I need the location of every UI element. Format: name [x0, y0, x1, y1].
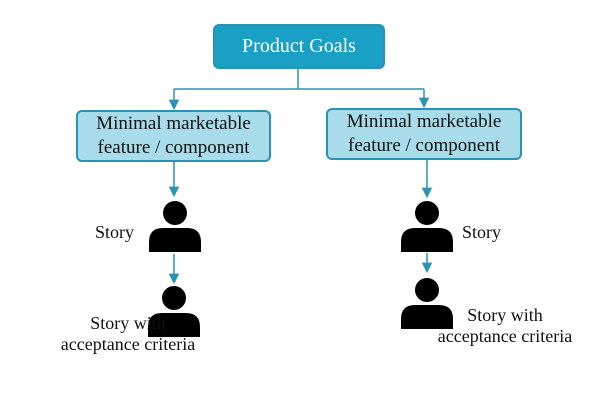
- story-ac-label-left: Story with acceptance criteria: [48, 313, 208, 355]
- story-ac-label-right: Story with acceptance criteria: [424, 305, 586, 347]
- root-to-features-connector: [168, 69, 430, 111]
- product-goals-label: Product Goals: [242, 35, 356, 57]
- person-icon: [148, 286, 200, 337]
- person-icon: [401, 201, 453, 252]
- story-label-left: Story: [95, 222, 135, 242]
- story-ac-line1: Story with: [90, 313, 166, 333]
- person-icon: [149, 201, 201, 252]
- feature-label-line2: feature / component: [97, 137, 250, 158]
- feature-label-line2: feature / component: [348, 135, 500, 156]
- story-ac-line1: Story with: [467, 305, 543, 325]
- person-icon: [401, 278, 453, 329]
- story-ac-line2: acceptance criteria: [437, 326, 573, 346]
- story-ac-line2: acceptance criteria: [60, 334, 196, 354]
- feature-box-right: Minimal marketable feature / component: [326, 108, 522, 160]
- product-goals-box: Product Goals: [213, 24, 385, 69]
- story-label-right: Story: [462, 222, 502, 242]
- feature-label-line1: Minimal marketable: [346, 111, 502, 132]
- feature-box-left: Minimal marketable feature / component: [76, 110, 271, 162]
- feature-label-line1: Minimal marketable: [96, 113, 251, 134]
